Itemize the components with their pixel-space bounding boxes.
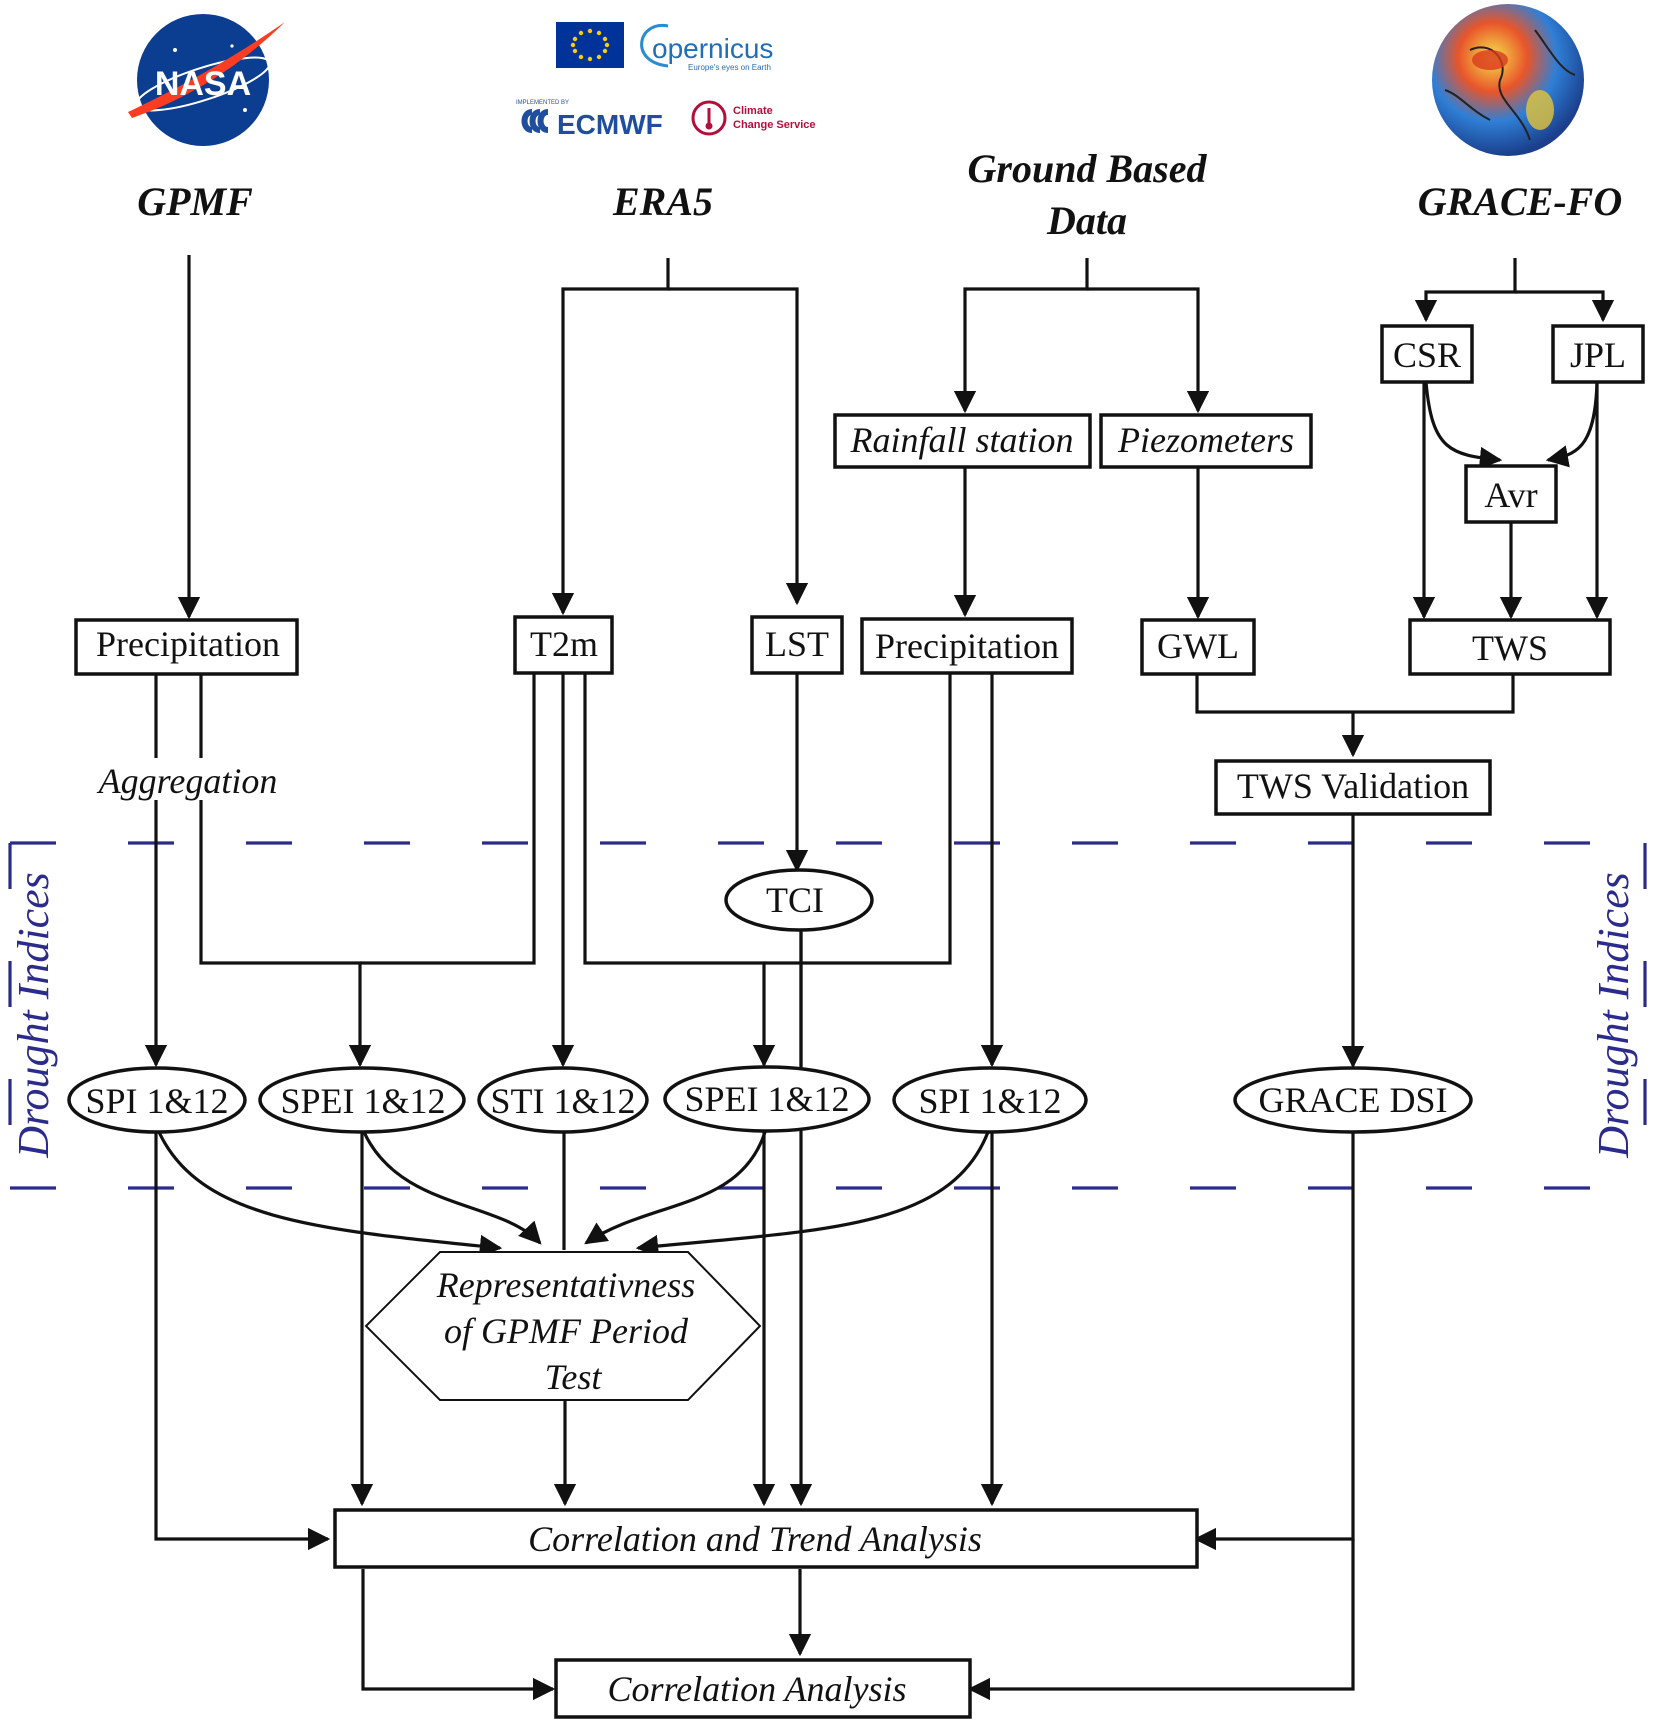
arrow-cta-left-ca bbox=[361, 1569, 556, 1701]
node-piezometers-label: Piezometers bbox=[1117, 420, 1294, 460]
node-jpl-label: JPL bbox=[1570, 335, 1626, 375]
source-ground-line1: Ground Based bbox=[968, 146, 1208, 191]
line-precip-spei-era bbox=[764, 673, 952, 965]
node-rainfall-station-label: Rainfall station bbox=[849, 420, 1073, 460]
connectors bbox=[144, 255, 1615, 1701]
node-csr-label: CSR bbox=[1393, 335, 1461, 375]
node-rainfall-station: Rainfall station bbox=[833, 413, 1092, 469]
node-precipitation-gpmf: Precipitation bbox=[74, 618, 299, 676]
index-spi-ground: SPI 1&12 bbox=[892, 1066, 1088, 1134]
arrow-csr-avr bbox=[1424, 381, 1503, 470]
arrow-precip-spei bbox=[199, 674, 372, 1068]
drought-indices-label-right: Drought Indices bbox=[1589, 872, 1638, 1159]
node-precipitation-ground-label: Precipitation bbox=[875, 626, 1059, 666]
node-tws-validation-label: TWS Validation bbox=[1237, 766, 1469, 806]
node-precipitation-gpmf-label: Precipitation bbox=[96, 624, 280, 664]
ecmwf-mark-icon bbox=[521, 109, 549, 133]
arrow-ground-rainfall bbox=[953, 258, 1089, 414]
nasa-logo: NASA bbox=[128, 14, 285, 146]
node-gwl-label: GWL bbox=[1157, 626, 1239, 666]
source-gpmf: GPMF bbox=[137, 179, 253, 224]
index-spi-ground-label: SPI 1&12 bbox=[918, 1081, 1061, 1121]
c3s-line2: Change Service bbox=[733, 119, 816, 131]
node-tci-label: TCI bbox=[766, 880, 824, 920]
index-spei-era: SPEI 1&12 bbox=[663, 1065, 871, 1133]
node-avr: Avr bbox=[1464, 464, 1558, 524]
source-grace: GRACE-FO bbox=[1418, 179, 1623, 224]
source-ground-line2: Data bbox=[1046, 198, 1127, 243]
node-t2m-label: T2m bbox=[530, 624, 598, 664]
node-t2m: T2m bbox=[513, 615, 614, 675]
node-jpl: JPL bbox=[1551, 324, 1645, 384]
eu-stars-icon bbox=[570, 28, 610, 62]
grace-globe-icon bbox=[1432, 4, 1584, 156]
source-era5: ERA5 bbox=[612, 179, 713, 224]
arrow-t2m-spei-era bbox=[583, 673, 776, 1068]
ecmwf-logo: IMPLEMENTED BY ECMWF bbox=[516, 100, 663, 140]
drought-indices-label-left: Drought Indices bbox=[9, 872, 58, 1159]
arrow-spi-test bbox=[157, 1131, 503, 1258]
arrow-era5-lst bbox=[668, 287, 809, 606]
correlation-analysis-label: Correlation Analysis bbox=[607, 1669, 906, 1709]
c3s-line1: Climate bbox=[733, 105, 773, 117]
correlation-trend-analysis-label: Correlation and Trend Analysis bbox=[528, 1519, 982, 1559]
line-t2m-spei-gpmf bbox=[360, 673, 536, 965]
arrow-ground-piezo bbox=[1087, 287, 1210, 414]
node-gwl: GWL bbox=[1140, 618, 1256, 676]
node-avr-label: Avr bbox=[1484, 475, 1537, 515]
copernicus-tagline: Europe's eyes on Earth bbox=[688, 63, 771, 72]
node-tws-validation: TWS Validation bbox=[1214, 759, 1492, 816]
index-sti-label: STI 1&12 bbox=[490, 1081, 635, 1121]
aggregation-label: Aggregation bbox=[97, 761, 278, 801]
index-spei-gpmf: SPEI 1&12 bbox=[258, 1066, 466, 1134]
test-line1: Representativness bbox=[436, 1265, 696, 1305]
correlation-analysis: Correlation Analysis bbox=[554, 1658, 972, 1719]
arrow-gracedsi-cta bbox=[1193, 1132, 1355, 1551]
node-tws: TWS bbox=[1408, 618, 1612, 676]
c3s-logo: Climate Change Service bbox=[691, 100, 816, 136]
copernicus-logo: opernicus Europe's eyes on Earth bbox=[556, 22, 773, 72]
index-grace-dsi: GRACE DSI bbox=[1233, 1066, 1473, 1134]
ecmwf-logo-text: ECMWF bbox=[557, 109, 663, 140]
copernicus-logo-text: opernicus bbox=[652, 33, 773, 64]
arrow-grace-jpl bbox=[1515, 290, 1615, 323]
line-gwl-tws-join bbox=[1195, 673, 1515, 714]
node-csr: CSR bbox=[1380, 324, 1474, 384]
arrow-spi-cta bbox=[154, 1132, 331, 1551]
drought-indices-region bbox=[8, 841, 1647, 1190]
index-spei-era-label: SPEI 1&12 bbox=[684, 1079, 849, 1119]
representativeness-test: Representativness of GPMF Period Test bbox=[364, 1251, 762, 1401]
arrow-era5-t2m bbox=[551, 258, 670, 616]
arrow-spi-ground-test bbox=[635, 1131, 990, 1258]
arrow-grace-csr bbox=[1414, 258, 1517, 323]
index-sti: STI 1&12 bbox=[477, 1066, 649, 1134]
index-grace-dsi-label: GRACE DSI bbox=[1258, 1080, 1447, 1120]
arrow-jpl-avr bbox=[1545, 381, 1599, 468]
arrow-spei-test bbox=[362, 1131, 542, 1245]
node-lst: LST bbox=[750, 615, 844, 675]
node-precipitation-ground: Precipitation bbox=[860, 617, 1074, 675]
test-line2: of GPMF Period bbox=[444, 1311, 689, 1351]
index-spi-gpmf: SPI 1&12 bbox=[67, 1066, 247, 1134]
test-line3: Test bbox=[545, 1357, 603, 1397]
arrow-spei-era-test bbox=[584, 1131, 767, 1245]
index-spi-gpmf-label: SPI 1&12 bbox=[85, 1081, 228, 1121]
node-tci: TCI bbox=[724, 868, 874, 932]
node-piezometers: Piezometers bbox=[1099, 413, 1313, 469]
node-lst-label: LST bbox=[765, 624, 829, 664]
arrow-gracedsi-ca bbox=[967, 1539, 1355, 1701]
index-spei-gpmf-label: SPEI 1&12 bbox=[280, 1081, 445, 1121]
ecmwf-implemented-text: IMPLEMENTED BY bbox=[516, 100, 569, 106]
correlation-trend-analysis: Correlation and Trend Analysis bbox=[333, 1508, 1199, 1569]
node-tws-label: TWS bbox=[1472, 628, 1548, 668]
nasa-logo-text: NASA bbox=[155, 65, 251, 103]
